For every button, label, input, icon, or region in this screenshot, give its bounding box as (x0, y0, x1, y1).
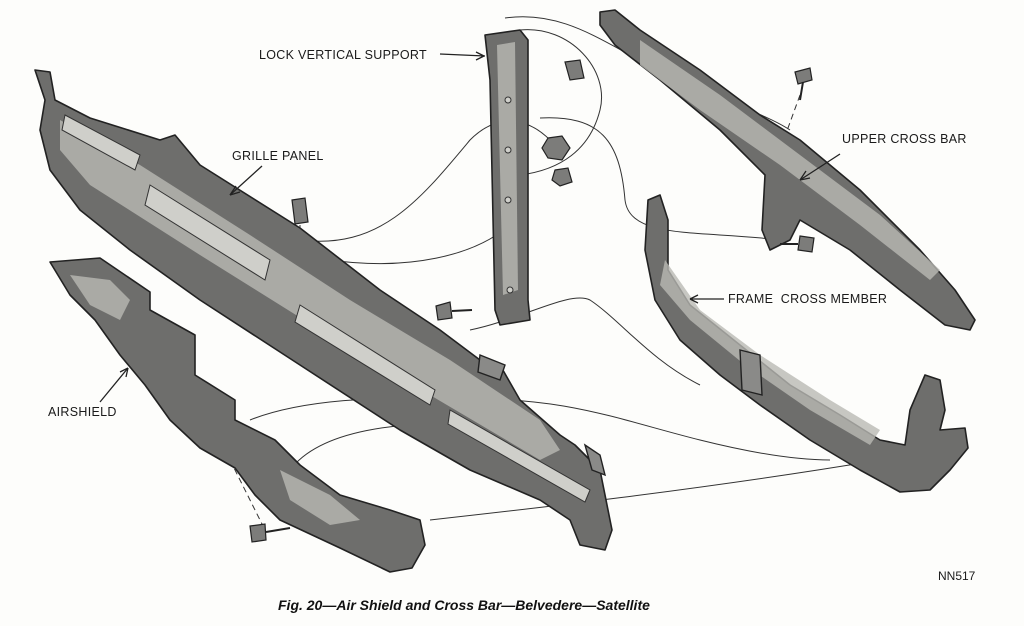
label-frame-cross-member: FRAME CROSS MEMBER (728, 292, 887, 306)
label-upper-cross-bar: UPPER CROSS BAR (842, 132, 967, 146)
nut-icon (541, 135, 573, 187)
airshield (49, 257, 426, 573)
clip-icon (291, 59, 585, 225)
part-number: NN517 (938, 569, 976, 583)
bolt-icon (794, 67, 813, 101)
label-lock-vertical-support: LOCK VERTICAL SUPPORT (259, 48, 427, 62)
grille-panel (34, 69, 613, 551)
bolt-icon (780, 235, 815, 253)
label-grille-panel: GRILLE PANEL (232, 149, 324, 163)
frame-cross-member (644, 194, 969, 493)
bolt-icon (435, 301, 473, 321)
upper-cross-bar (599, 9, 976, 331)
leader-lines (99, 51, 841, 403)
fasteners (249, 59, 815, 543)
label-airshield: AIRSHIELD (48, 405, 117, 419)
figure-caption: Fig. 20—Air Shield and Cross Bar—Belvede… (278, 597, 650, 613)
bolt-icon (249, 523, 291, 543)
lock-vertical-support (484, 29, 531, 326)
